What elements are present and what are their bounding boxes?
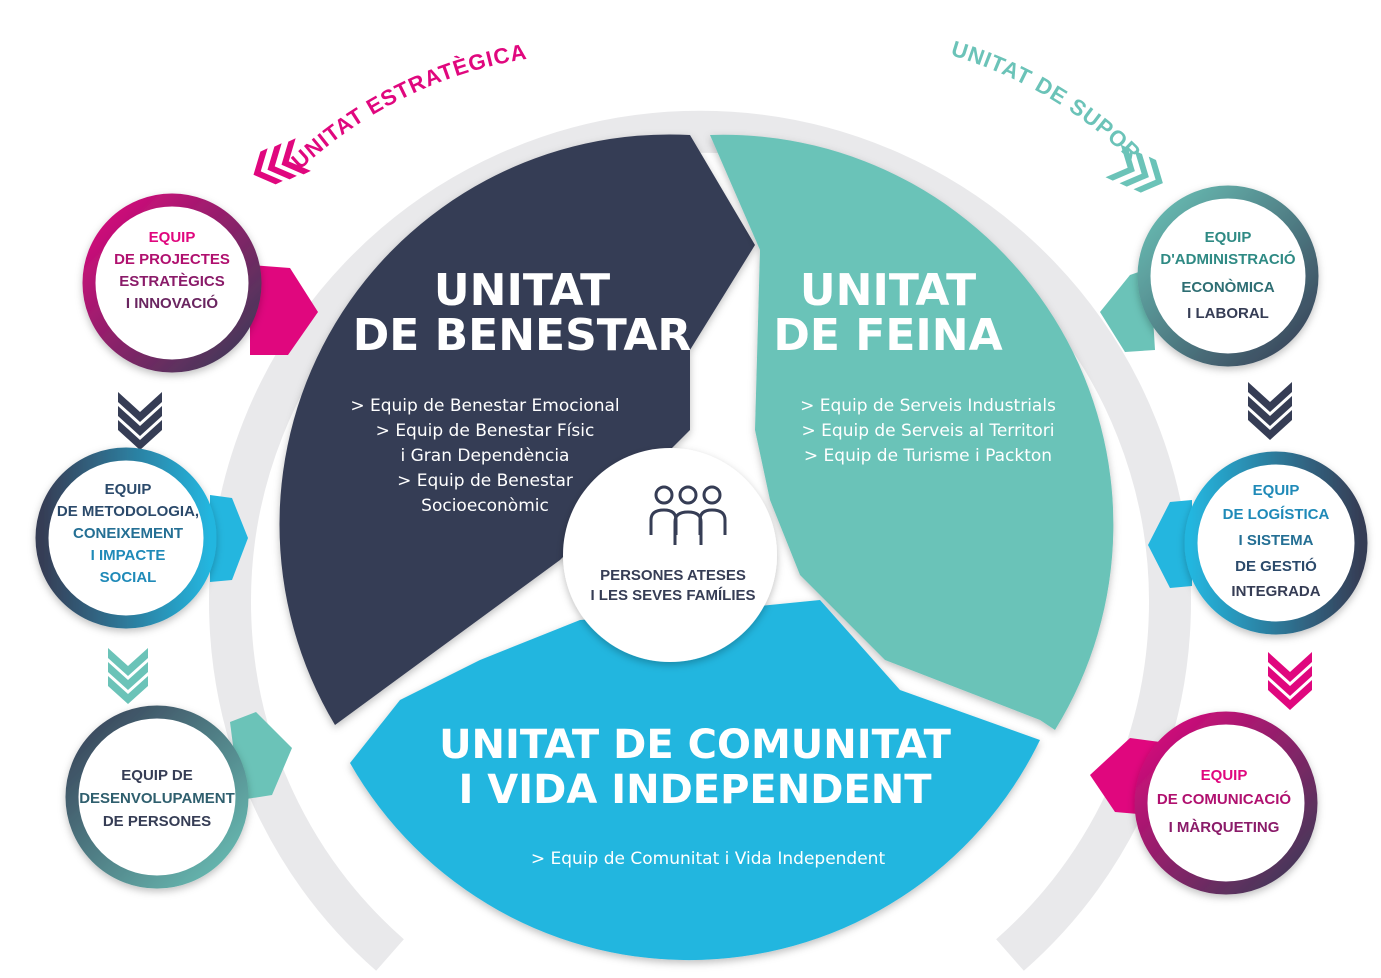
feina-item-3: > Equip de Turisme i Packton [804, 446, 1052, 466]
right-circle-1-line2: D'ADMINISTRACIÓ [1160, 250, 1296, 268]
center-line1: PERSONES ATESES [600, 567, 746, 584]
feina-title-line2: DE FEINA [773, 310, 1002, 361]
left-circle-1-line2: DE PROJECTES [114, 251, 230, 268]
left-circle-1-line3: ESTRATÈGICS [119, 273, 225, 290]
benestar-item-5: Socioeconòmic [421, 496, 549, 516]
benestar-item-4: > Equip de Benestar [397, 471, 573, 491]
left-circle-3-line2: DESENVOLUPAMENT [79, 790, 235, 807]
chevron-down-icon [108, 648, 148, 704]
feina-title-line1: UNITAT [800, 265, 976, 316]
people-group-icon [649, 485, 727, 545]
center-circle [563, 448, 777, 662]
right-circle-1-line3: ECONÒMICA [1181, 278, 1275, 296]
comunitat-title-line2: I VIDA INDEPENDENT [458, 767, 932, 813]
chevron-left-icon [253, 138, 311, 185]
feina-item-1: > Equip de Serveis Industrials [800, 396, 1056, 416]
left-circle-2-line5: SOCIAL [100, 569, 157, 586]
left-circle-1-line1: EQUIP [149, 229, 196, 246]
center-line2: I LES SEVES FAMÍLIES [590, 587, 755, 604]
right-circle-3 [1134, 711, 1318, 895]
benestar-item-1: > Equip de Benestar Emocional [350, 396, 619, 416]
left-circle-3-line1: EQUIP DE [121, 767, 192, 784]
chevron-right-icon [1105, 144, 1163, 193]
right-circle-3-line3: I MÀRQUETING [1169, 819, 1280, 836]
benestar-item-3: i Gran Dependència [401, 446, 570, 466]
left-circle-2-line4: I IMPACTE [91, 547, 166, 564]
left-arrow-1 [250, 265, 318, 355]
right-circle-1-line4: I LABORAL [1187, 305, 1269, 322]
right-circle-3-line2: DE COMUNICACIÓ [1157, 790, 1291, 808]
right-circle-2-line2: DE LOGÍSTICA [1223, 506, 1330, 523]
benestar-title-line2: DE BENESTAR [353, 310, 692, 361]
comunitat-segment [350, 600, 1040, 961]
right-circle-2-line1: EQUIP [1253, 482, 1300, 499]
left-circle-1 [82, 193, 262, 373]
benestar-item-2: > Equip de Benestar Físic [376, 421, 595, 441]
left-circle-2-line3: CONEIXEMENT [73, 525, 183, 542]
left-circle-2-line2: DE METODOLOGIA, [57, 503, 199, 520]
feina-segment [710, 134, 1114, 731]
chevron-down-icon [118, 392, 162, 450]
chevron-down-icon [1248, 382, 1292, 440]
left-arrow-2 [210, 495, 248, 582]
left-circle-2 [35, 447, 217, 629]
right-circle-2 [1184, 451, 1368, 635]
left-circle-1-line4: I INNOVACIÓ [126, 294, 219, 312]
comunitat-item-1: > Equip de Comunitat i Vida Independent [531, 849, 886, 869]
left-circle-3-line3: DE PERSONES [103, 813, 211, 830]
background-arc [209, 110, 1191, 971]
right-circle-2-line5: INTEGRADA [1231, 583, 1320, 600]
left-circle-2-line1: EQUIP [105, 481, 152, 498]
benestar-title-line1: UNITAT [434, 265, 610, 316]
comunitat-title-line1: UNITAT DE COMUNITAT [439, 722, 952, 768]
right-circle-3-line1: EQUIP [1201, 767, 1248, 784]
chevron-down-icon [1268, 652, 1312, 710]
strategic-unit-label: UNITAT ESTRATÈGICA [287, 39, 530, 174]
feina-item-2: > Equip de Serveis al Territori [802, 421, 1055, 441]
left-circle-3 [65, 705, 249, 889]
right-circle-1-line1: EQUIP [1205, 229, 1252, 246]
right-arrow-2 [1148, 500, 1192, 588]
right-circle-2-line3: I SISTEMA [1238, 532, 1313, 549]
benestar-segment [279, 134, 755, 726]
right-circle-1 [1137, 185, 1319, 367]
right-circle-2-line4: DE GESTIÓ [1235, 557, 1317, 575]
